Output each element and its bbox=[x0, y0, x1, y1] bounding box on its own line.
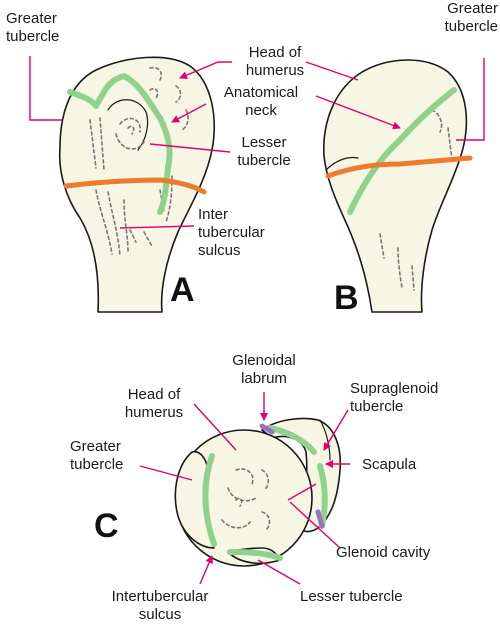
humerus-b-outline bbox=[323, 59, 468, 313]
label-greater-tubercle-c: Greater tubercle bbox=[70, 438, 124, 473]
label-greater-tubercle-a: Greater tubercle bbox=[6, 10, 60, 45]
anatomical-neck-line-b bbox=[347, 87, 457, 215]
label-supraglenoid-tubercle: Supraglenoid tubercle bbox=[350, 380, 439, 415]
lesser-neck-line-c bbox=[227, 549, 283, 561]
label-head-of-humerus-a: Head of humerus bbox=[245, 44, 305, 79]
label-anatomical-neck: Anatomical neck bbox=[223, 84, 299, 119]
label-inter-tubercular-sulcus: Inter tubercular sulcus bbox=[198, 206, 265, 259]
surgical-neck-line-b bbox=[325, 155, 473, 179]
label-greater-tubercle-b: Greater tubercle bbox=[444, 0, 498, 35]
panel-b-drawing bbox=[323, 59, 473, 313]
surgical-neck-line-a bbox=[63, 177, 207, 195]
labrum-marker bbox=[259, 423, 275, 435]
anatomical-neck-line-c bbox=[202, 453, 217, 547]
panel-label-b: B bbox=[334, 279, 359, 317]
glenoid-rim-line-c bbox=[267, 425, 317, 455]
label-head-of-humerus-c: Head of humerus bbox=[124, 386, 184, 421]
label-intertubercular-sulcus: Intertubercular sulcus bbox=[111, 588, 209, 623]
label-scapula: Scapula bbox=[362, 456, 417, 473]
label-lesser-tubercle-a: Lesser tubercle bbox=[237, 134, 291, 169]
leader-lines bbox=[29, 56, 485, 585]
label-lesser-tubercle-c: Lesser tubercle bbox=[300, 588, 403, 605]
panel-label-a: A bbox=[170, 271, 195, 309]
panel-c-drawing bbox=[174, 417, 342, 567]
label-glenoid-cavity: Glenoid cavity bbox=[336, 544, 431, 561]
anatomical-neck-line-a bbox=[67, 73, 173, 215]
panel-label-c: C bbox=[94, 507, 119, 545]
label-glenoidal-labrum: Glenoidal labrum bbox=[232, 352, 296, 387]
